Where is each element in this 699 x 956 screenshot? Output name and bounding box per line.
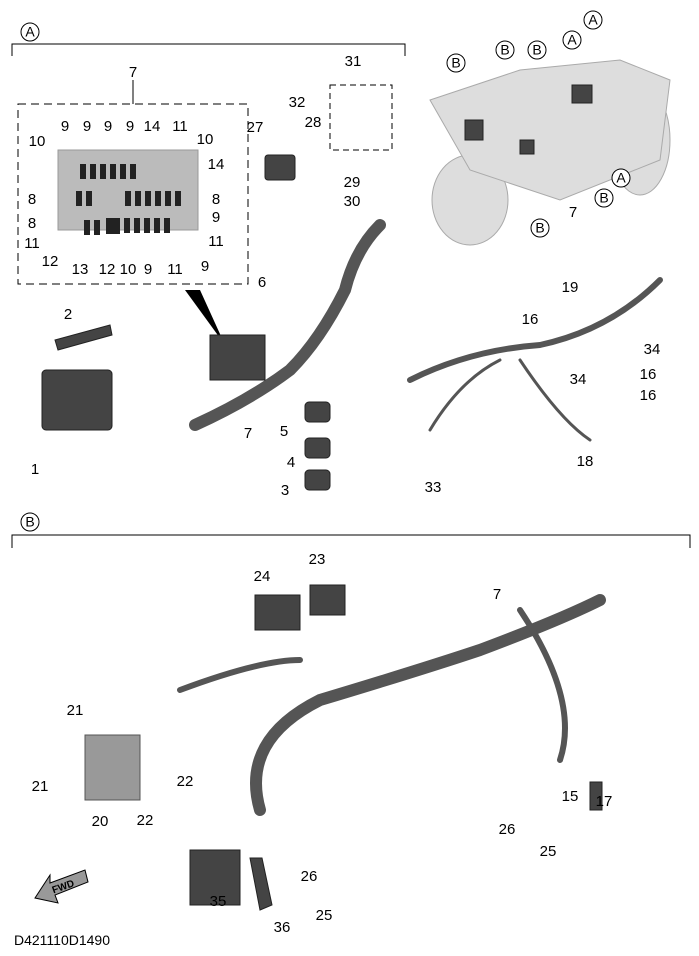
callout-7: 7: [493, 586, 501, 603]
callout-21: 21: [67, 702, 84, 719]
callout-27: 27: [247, 119, 264, 136]
callout-8: 8: [212, 191, 220, 208]
callout-B: B: [599, 190, 608, 206]
callout-14: 14: [208, 156, 225, 173]
callout-30: 30: [344, 193, 361, 210]
callout-9: 9: [104, 118, 112, 135]
callout-7: 7: [244, 425, 252, 442]
callout-A: A: [616, 170, 626, 186]
callout-19: 19: [562, 279, 579, 296]
callout-20: 20: [92, 813, 109, 830]
callout-14: 14: [144, 118, 161, 135]
callout-31: 31: [345, 53, 362, 70]
callout-34: 34: [570, 371, 587, 388]
callout-7: 7: [129, 64, 137, 81]
callout-B: B: [25, 514, 34, 530]
callout-25: 25: [540, 843, 557, 860]
callout-29: 29: [344, 174, 361, 191]
callout-8: 8: [28, 215, 36, 232]
callout-26: 26: [499, 821, 516, 838]
callout-9: 9: [126, 118, 134, 135]
callout-4: 4: [287, 454, 295, 471]
callout-5: 5: [280, 423, 288, 440]
harness-overview: 19 16 34 34 16 16 33 18: [407, 277, 663, 496]
callout-16: 16: [522, 311, 539, 328]
fwd-arrow-icon: FWD: [34, 869, 89, 904]
fuse-box-inset: 7 9 9 9 9 14 11 10 10 14 8 8 8 9 11 11 1…: [17, 64, 249, 345]
fuse-callouts: 9 9 9 9 14 11 10 10 14 8 8 8 9 11 11 12 …: [24, 118, 224, 278]
motorcycle-callouts: B B B A A B A B 7: [446, 10, 631, 238]
callout-11: 11: [167, 261, 183, 278]
callout-16: 16: [640, 366, 657, 383]
callout-24: 24: [254, 568, 271, 585]
callout-17: 17: [596, 793, 613, 810]
diagram-code: D421110D1490: [14, 932, 110, 948]
callout-36: 36: [274, 919, 291, 936]
section-b-parts: 24 23 7 21 21 22 22 20 35 36 26 25 15 17…: [32, 551, 613, 936]
callout-23: 23: [309, 551, 326, 568]
callout-A: A: [588, 12, 598, 28]
callout-21: 21: [32, 778, 49, 795]
callout-B: B: [535, 220, 544, 236]
callout-3: 3: [281, 482, 289, 499]
callout-15: 15: [562, 788, 579, 805]
callout-B: B: [532, 42, 541, 58]
callout-9: 9: [61, 118, 69, 135]
callout-25: 25: [316, 907, 333, 924]
callout-22: 22: [177, 773, 194, 790]
callout-7: 7: [569, 204, 577, 221]
callout-2: 2: [64, 306, 72, 323]
callout-10: 10: [29, 133, 46, 150]
callout-16: 16: [640, 387, 657, 404]
callout-11: 11: [172, 118, 188, 135]
callout-10: 10: [197, 131, 214, 148]
callout-1: 1: [31, 461, 39, 478]
callout-B: B: [451, 55, 460, 71]
callout-13: 13: [72, 261, 89, 278]
callout-10: 10: [120, 261, 137, 278]
callout-35: 35: [210, 893, 227, 910]
section-a-letter: A: [25, 24, 35, 40]
callout-B: B: [500, 42, 509, 58]
callout-9: 9: [201, 258, 209, 275]
callout-8: 8: [28, 191, 36, 208]
callout-28: 28: [305, 114, 322, 131]
callout-32: 32: [289, 94, 306, 111]
section-a-parts: 2 1 7 6 5 4 3 27 32 28 31 29 30: [31, 53, 393, 499]
callout-11: 11: [208, 233, 224, 250]
callout-A: A: [567, 32, 577, 48]
callout-12: 12: [99, 261, 116, 278]
callout-22: 22: [137, 812, 154, 829]
callout-18: 18: [577, 453, 594, 470]
callout-6: 6: [258, 274, 266, 291]
callout-26: 26: [301, 868, 318, 885]
callout-9: 9: [212, 209, 220, 226]
section-a-marker: A: [11, 22, 406, 56]
motorcycle-view: B B B A A B A B 7: [429, 10, 671, 246]
callout-9: 9: [144, 261, 152, 278]
callout-34: 34: [644, 341, 661, 358]
callout-12: 12: [42, 253, 59, 270]
callout-11: 11: [24, 235, 40, 252]
callout-33: 33: [425, 479, 442, 496]
section-b-marker: B: [11, 512, 691, 548]
callout-9: 9: [83, 118, 91, 135]
